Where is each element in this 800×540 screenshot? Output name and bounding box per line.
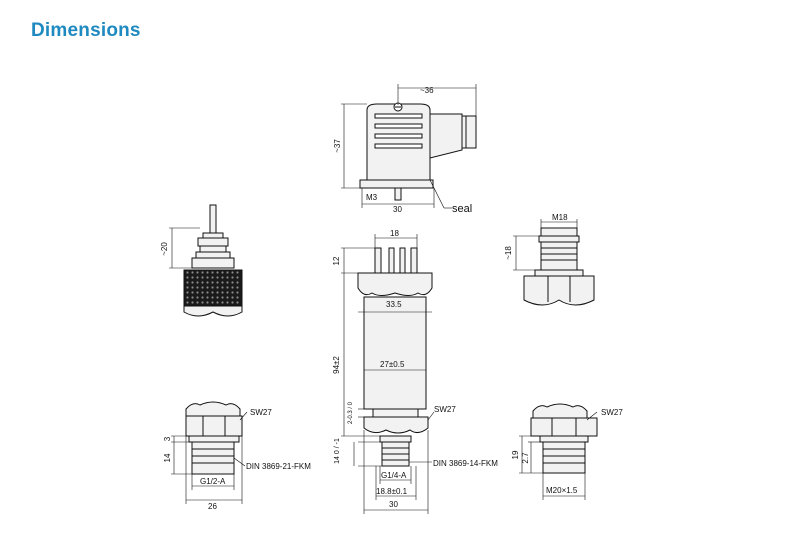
body-tube-dia-label: 27±0.5 [380,360,405,369]
body-seal-dia-label: 18.8±0.1 [376,487,408,496]
transmitter-body [357,247,433,467]
m18-height-label: ~18 [504,246,513,260]
g12-dimension-lines [171,411,248,504]
gland-height-label: ~20 [160,242,169,256]
connector-base-label: 30 [393,205,402,214]
body-hex-width-label: 33.5 [386,300,402,309]
body-thread-label: G1/4-A [381,471,407,480]
g12-thread-label: G1/2-A [200,477,226,486]
g12-dim-b-label: 14 [163,453,172,462]
body-length-label: 94±2 [332,356,341,374]
m20-dim-a-label: 19 [511,450,520,459]
g12-wrench-label: SW27 [250,408,272,417]
m18-connector [523,227,595,306]
m20-fitting [530,403,598,474]
cable-gland [183,204,243,317]
g12-width-label: 26 [208,502,217,511]
body-thread-length-label: 14 0 / -1 [334,438,341,464]
body-top-width-label: 18 [390,229,399,238]
m20-wrench-label: SW27 [601,408,623,417]
body-top-height-label: 12 [332,256,341,265]
seal-label: seal [452,203,472,215]
connector-width-label: ~36 [420,86,434,95]
body-wrench-label: SW27 [434,405,456,414]
g12-fitting [185,401,243,475]
connector-height-label: ~37 [333,139,342,153]
m20-dimension-lines [519,411,598,500]
body-dimension-lines [341,234,435,514]
g12-seal-standard-label: DIN 3869-21-FKM [246,462,311,471]
body-width-label: 30 [389,500,398,509]
body-neck-label: 2-0.3 / 0 [348,401,354,424]
din-connector [359,102,477,201]
m20-thread-label: M20×1.5 [546,486,578,495]
connector-screw-label: M3 [366,193,378,202]
connector-dimension-lines [341,84,477,209]
m18-dimension-lines [513,219,578,271]
g12-dim-a-label: 3 [163,436,172,441]
m18-thread-label: M18 [552,213,568,222]
m20-dim-b-label: 2.7 [521,452,530,464]
page-title: Dimensions [31,20,141,41]
body-seal-standard-label: DIN 3869-14-FKM [433,459,498,468]
gland-dimension-lines [169,227,200,269]
